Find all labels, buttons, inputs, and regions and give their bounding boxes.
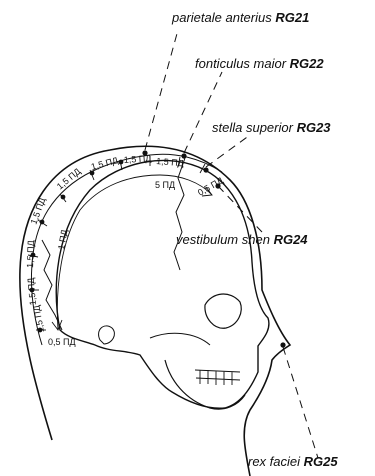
inner-arrow-arc [57, 175, 212, 330]
ear-canal [99, 326, 115, 344]
cheekbone [150, 333, 210, 345]
callout-rg24: vestibulum shen RG24 [176, 232, 308, 247]
callout-rg22-code: RG22 [290, 56, 324, 71]
eye-orbit [205, 294, 241, 328]
callout-rg24-code: RG24 [274, 232, 308, 247]
callout-rg22-name: fonticulus maior [195, 56, 286, 71]
point-dot-rg25 [280, 342, 285, 347]
label-1: 1 ПД [56, 229, 69, 251]
callout-rg23-code: RG23 [297, 120, 331, 135]
teeth [195, 370, 240, 385]
label-0-5-a: 0,5 ПД [196, 175, 225, 197]
callout-rg21-name: parietale anterius [172, 10, 272, 25]
arrow-head-bottom [52, 320, 62, 330]
callout-rg21: parietale anterius RG21 [172, 10, 309, 25]
callout-rg22: fonticulus maior RG22 [195, 56, 324, 71]
label-1-5-a: 1,5 ПД [90, 155, 119, 172]
label-1-5-b: 1,5 ПД [123, 153, 151, 165]
callout-rg23: stella superior RG23 [212, 120, 331, 135]
jaw [165, 360, 245, 409]
label-0-5-b: 0,5 ПД [48, 337, 76, 347]
skull-outline [56, 160, 269, 408]
label-1-5-f: 1,5 ПД [25, 240, 36, 268]
point-dot-rg23 [203, 167, 208, 172]
callout-rg25-code: RG25 [304, 454, 338, 469]
label-5: 5 ПД [155, 180, 175, 190]
label-1-5-g: 1,5 ПД [26, 277, 38, 305]
label-1-5-e: 1,5 ПД [28, 196, 47, 225]
label-1-5-c: 1,5 ПД [156, 156, 184, 168]
callout-rg23-name: stella superior [212, 120, 293, 135]
callout-rg21-code: RG21 [275, 10, 309, 25]
label-1-5-h: 1,5 ПД [31, 304, 46, 333]
head-outline [20, 146, 290, 476]
lambdoid-suture [42, 240, 62, 330]
callout-rg25: rex faciei RG25 [248, 454, 338, 469]
callout-rg24-name: vestibulum shen [176, 232, 270, 247]
callout-rg25-name: rex faciei [248, 454, 300, 469]
coronal-suture [174, 158, 185, 270]
